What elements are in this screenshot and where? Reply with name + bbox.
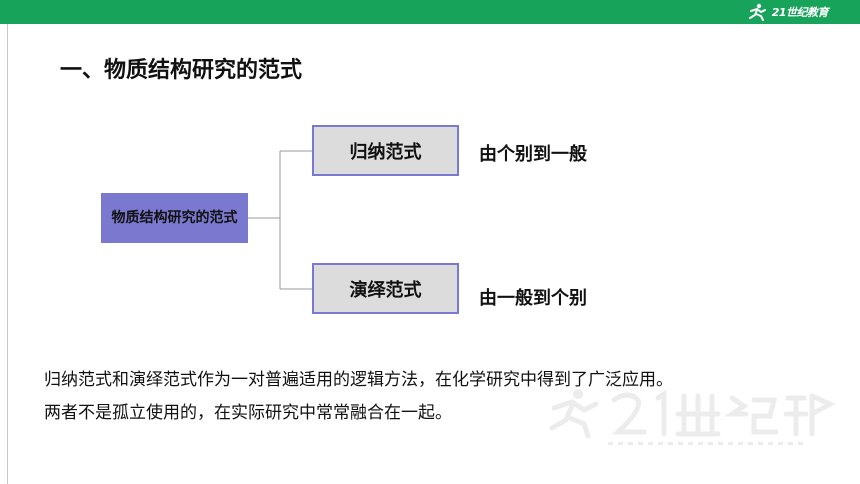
deductive-description: 由一般到个别 <box>479 288 587 309</box>
diagram-root-node: 物质结构研究的范式 <box>101 193 248 243</box>
inductive-description: 由个别到一般 <box>479 144 587 165</box>
left-margin-rule <box>0 24 8 484</box>
top-banner: 21世纪教育 <box>0 0 860 24</box>
brand-logo-text: 21世纪教育 <box>771 6 829 19</box>
inductive-node-label: 归纳范式 <box>349 141 422 163</box>
page-title: 一、物质结构研究的范式 <box>60 58 303 83</box>
deductive-node-label: 演绎范式 <box>349 279 422 301</box>
diagram-node-deductive: 演绎范式 <box>312 263 459 314</box>
body-paragraph: 归纳范式和演绎范式作为一对普遍适用的逻辑方法，在化学研究中得到了广泛应用。 两者… <box>44 364 844 430</box>
diagram-node-inductive: 归纳范式 <box>312 125 459 176</box>
brand-watermark <box>549 389 836 445</box>
runner-logo-icon <box>748 3 766 21</box>
paragraph-line-2: 两者不是孤立使用的，在实际研究中常常融合在一起。 <box>44 403 452 423</box>
paragraph-line-1: 归纳范式和演绎范式作为一对普遍适用的逻辑方法，在化学研究中得到了广泛应用。 <box>44 370 673 390</box>
root-node-label: 物质结构研究的范式 <box>111 209 238 226</box>
brand-logo: 21世纪教育 <box>747 2 829 22</box>
